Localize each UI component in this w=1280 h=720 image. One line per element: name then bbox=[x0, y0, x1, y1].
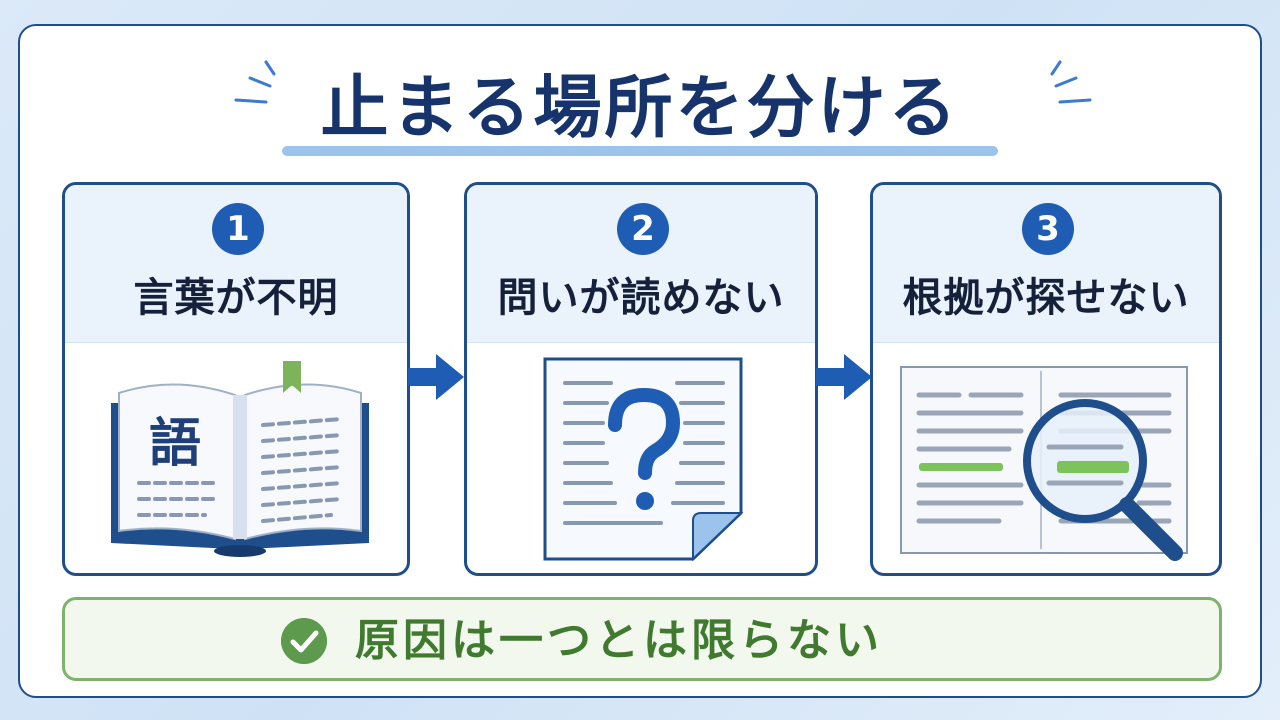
step-number-badge: 3 bbox=[1022, 203, 1074, 255]
sparkle-right-icon bbox=[1050, 60, 1092, 104]
open-book-icon: 語 bbox=[111, 361, 369, 557]
conclusion-banner: 原因は一つとは限らない bbox=[62, 597, 1222, 681]
step-label: 根拠が探せない bbox=[902, 275, 1190, 321]
title-underline bbox=[282, 146, 998, 156]
arrow-right-icon bbox=[408, 354, 464, 400]
step-number-badge: 1 bbox=[212, 203, 264, 255]
page-title: 止まる場所を分ける bbox=[320, 69, 960, 148]
step-label: 言葉が不明 bbox=[133, 275, 339, 321]
magnifier-document-icon bbox=[900, 366, 1188, 561]
step-card-3: 3 根拠が探せない bbox=[870, 182, 1222, 576]
step-card-2: 2 問いが読めない bbox=[464, 182, 818, 576]
step-label: 問いが読めない bbox=[497, 275, 785, 321]
sparkle-left-icon bbox=[234, 60, 276, 104]
step-number-badge: 2 bbox=[617, 203, 669, 255]
question-document-icon bbox=[543, 357, 744, 562]
book-kanji: 語 bbox=[149, 414, 201, 474]
step-card-1: 1 言葉が不明 語 bbox=[62, 182, 410, 576]
conclusion-text: 原因は一つとは限らない bbox=[355, 615, 883, 666]
check-circle-icon bbox=[281, 618, 327, 664]
arrow-right-icon bbox=[816, 354, 872, 400]
